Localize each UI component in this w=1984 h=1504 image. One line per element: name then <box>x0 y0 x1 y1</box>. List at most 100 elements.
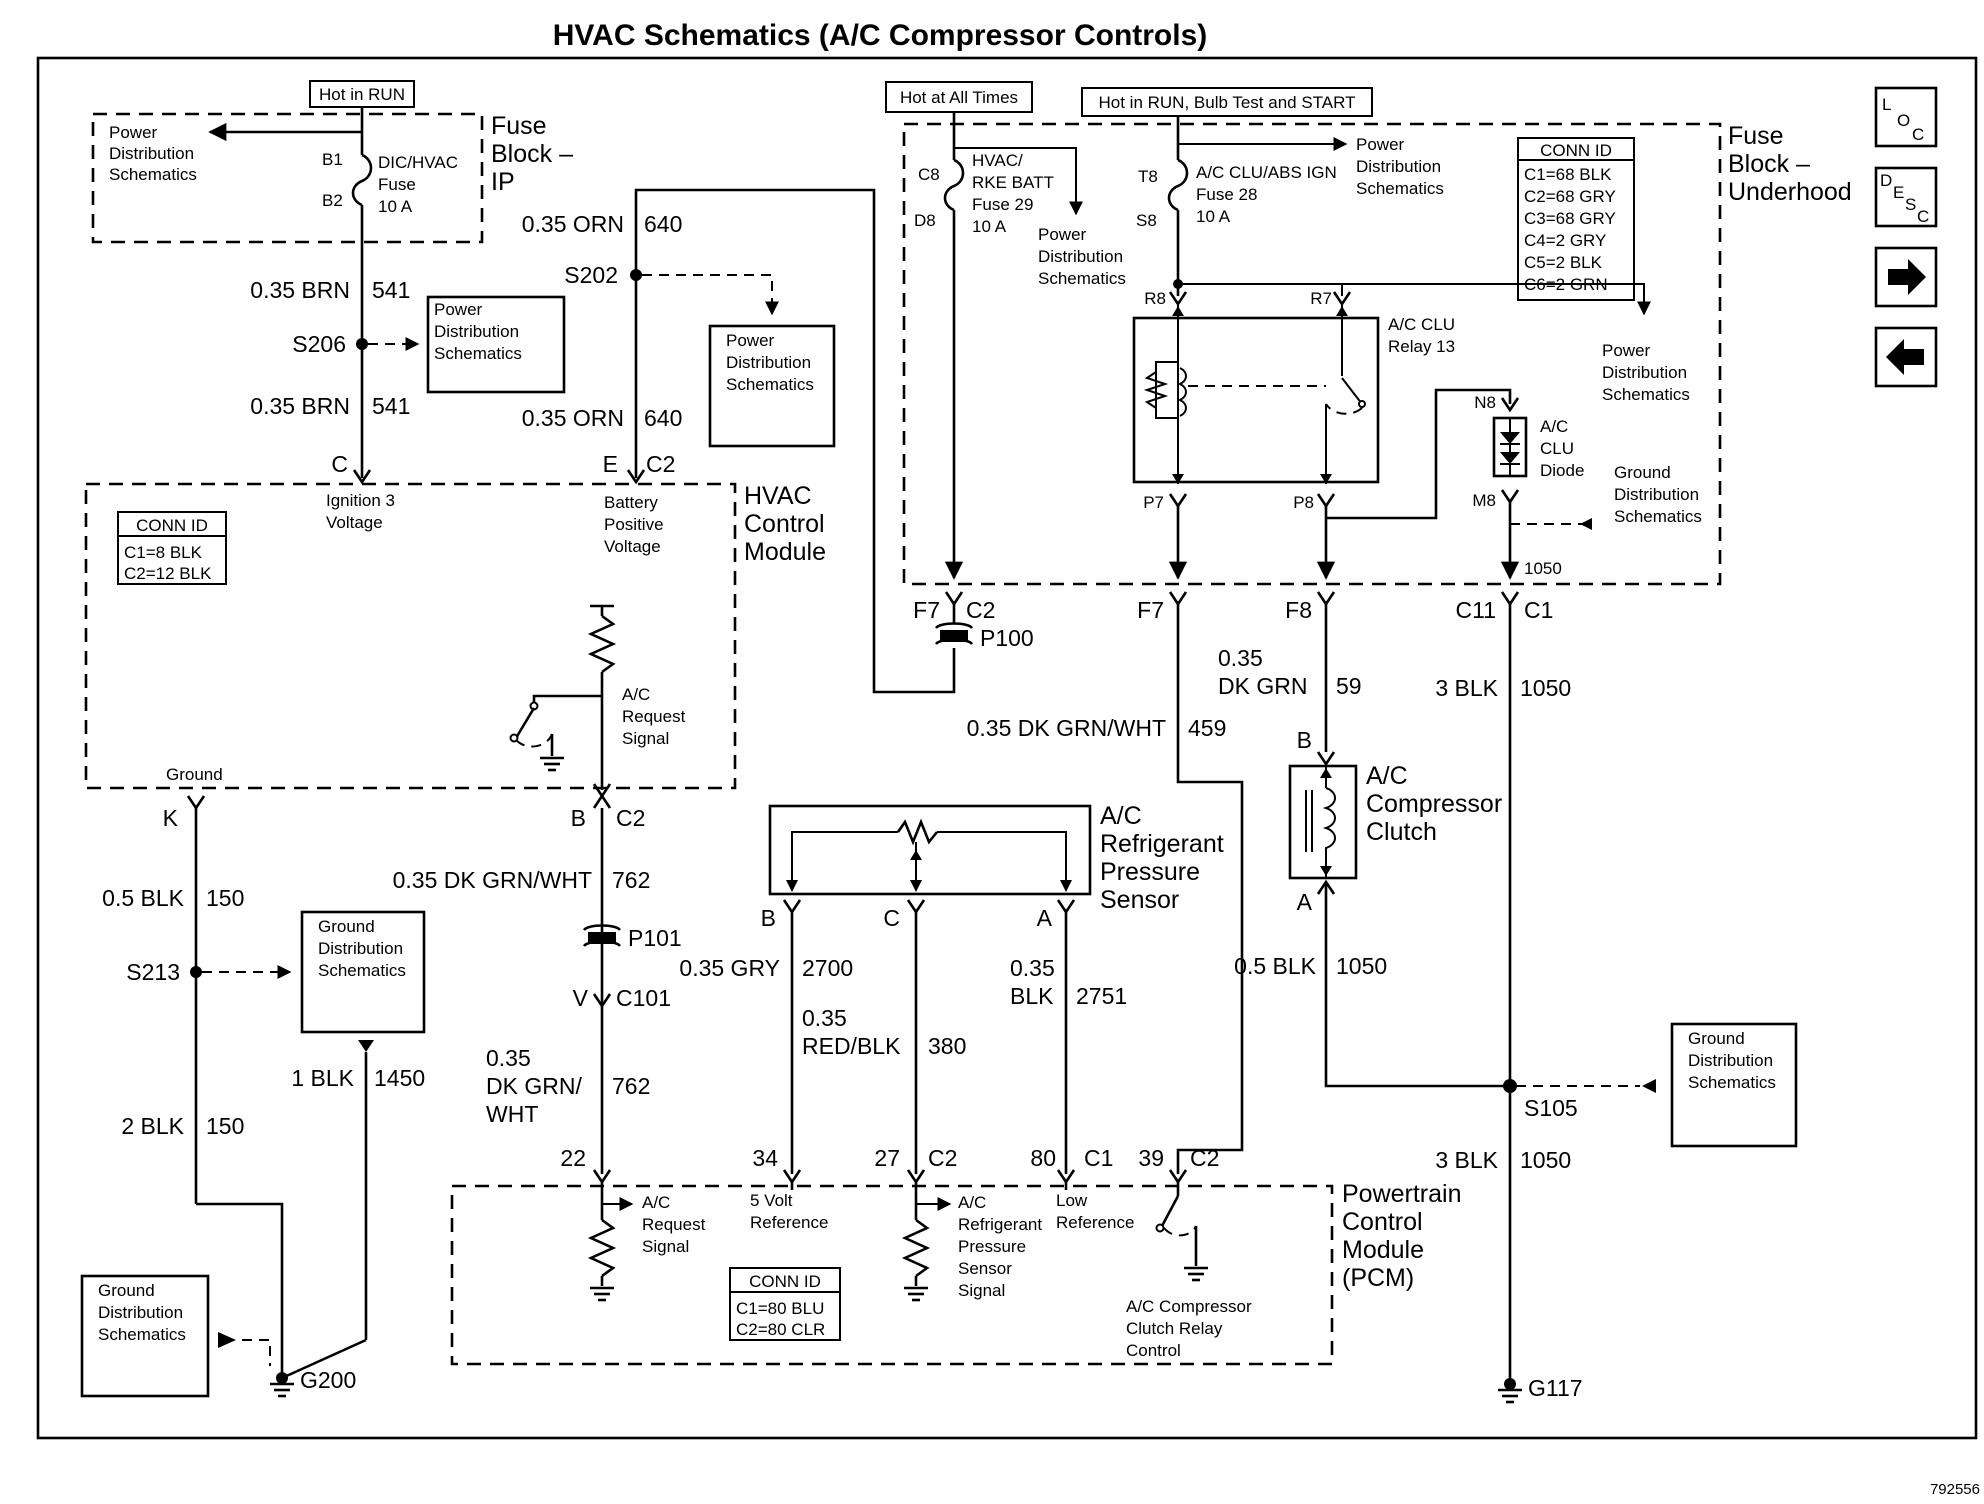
svg-text:Distribution: Distribution <box>1688 1051 1773 1070</box>
svg-text:WHT: WHT <box>486 1101 538 1127</box>
svg-text:3 BLK: 3 BLK <box>1435 1147 1498 1173</box>
svg-text:0.35 ORN: 0.35 ORN <box>522 405 624 431</box>
previous-page-button[interactable] <box>1874 326 1938 388</box>
svg-text:Refrigerant: Refrigerant <box>1100 830 1224 858</box>
figure-id: 792556 <box>1930 1481 1980 1498</box>
svg-text:640: 640 <box>644 211 682 237</box>
svg-text:D8: D8 <box>914 211 936 230</box>
svg-text:Powertrain: Powertrain <box>1342 1180 1462 1208</box>
svg-text:C1=80 BLU: C1=80 BLU <box>736 1299 824 1318</box>
circuit-541: 0.35 BRN 541 S206 Power Distribution Sch… <box>250 277 566 485</box>
svg-text:S213: S213 <box>126 959 180 985</box>
svg-text:A/C: A/C <box>642 1193 670 1212</box>
svg-text:CLU: CLU <box>1540 439 1574 458</box>
svg-text:(PCM): (PCM) <box>1342 1264 1414 1292</box>
svg-text:HVAC: HVAC <box>744 482 812 510</box>
svg-text:K: K <box>163 805 179 831</box>
svg-text:B: B <box>1297 727 1312 753</box>
svg-text:Request: Request <box>622 707 686 726</box>
svg-text:0.35: 0.35 <box>1010 955 1055 981</box>
svg-text:F8: F8 <box>1285 597 1312 623</box>
svg-text:2 BLK: 2 BLK <box>121 1113 184 1139</box>
outer-frame <box>36 56 1978 1440</box>
svg-text:Ground: Ground <box>1614 463 1671 482</box>
svg-text:Power: Power <box>109 123 158 142</box>
svg-text:Pressure: Pressure <box>958 1237 1026 1256</box>
svg-text:Power: Power <box>1602 341 1651 360</box>
fuse-block-underhood: Hot at All Times Hot in RUN, Bulb Test a… <box>885 81 1852 586</box>
svg-text:B2: B2 <box>322 191 343 210</box>
svg-text:0.35: 0.35 <box>486 1045 531 1071</box>
svg-text:Clutch: Clutch <box>1366 818 1437 846</box>
svg-text:C1: C1 <box>1084 1145 1113 1171</box>
svg-text:Schematics: Schematics <box>1038 269 1126 288</box>
svg-text:C2: C2 <box>928 1145 957 1171</box>
svg-text:S202: S202 <box>564 262 618 288</box>
svg-text:0.35 BRN: 0.35 BRN <box>250 277 350 303</box>
svg-text:0.35 DK GRN/WHT: 0.35 DK GRN/WHT <box>967 715 1166 741</box>
svg-text:Ignition 3: Ignition 3 <box>326 491 395 510</box>
svg-text:RKE BATT: RKE BATT <box>972 173 1054 192</box>
svg-text:Distribution: Distribution <box>434 322 519 341</box>
svg-text:C3=68 GRY: C3=68 GRY <box>1524 209 1616 228</box>
svg-text:A/C: A/C <box>958 1193 986 1212</box>
svg-text:541: 541 <box>372 393 410 419</box>
svg-text:2700: 2700 <box>802 955 853 981</box>
svg-text:IP: IP <box>491 168 515 196</box>
hvac-control-module: HVAC Control Module CONN ID C1=8 BLK C2=… <box>84 482 826 1204</box>
loc-button[interactable]: LOC <box>1874 86 1938 148</box>
svg-text:Distribution: Distribution <box>109 144 194 163</box>
svg-text:1450: 1450 <box>374 1065 425 1091</box>
svg-text:762: 762 <box>612 867 650 893</box>
svg-text:G117: G117 <box>1528 1375 1583 1401</box>
svg-text:C8: C8 <box>918 165 940 184</box>
svg-text:C101: C101 <box>616 985 671 1011</box>
svg-text:Diode: Diode <box>1540 461 1584 480</box>
svg-text:0.5 BLK: 0.5 BLK <box>1234 953 1316 979</box>
svg-text:C2=80 CLR: C2=80 CLR <box>736 1320 825 1339</box>
svg-text:Hot in RUN, Bulb Test and STAR: Hot in RUN, Bulb Test and START <box>1099 93 1356 112</box>
refrigerant-pressure-sensor: A/C Refrigerant Pressure Sensor B C A 0.… <box>679 802 1224 1174</box>
svg-text:D: D <box>1880 171 1892 190</box>
svg-text:Distribution: Distribution <box>318 939 403 958</box>
svg-text:E: E <box>1893 183 1904 202</box>
svg-text:Module: Module <box>744 538 826 566</box>
svg-text:Fuse: Fuse <box>491 112 547 140</box>
svg-text:Clutch Relay: Clutch Relay <box>1126 1319 1223 1338</box>
compressor-clutch: B A/C Compressor Clutch A 0.5 BLK 1050 <box>1234 727 1510 1088</box>
svg-text:0.35 BRN: 0.35 BRN <box>250 393 350 419</box>
svg-text:2751: 2751 <box>1076 983 1127 1009</box>
svg-text:C: C <box>883 905 900 931</box>
svg-text:B: B <box>571 805 586 831</box>
svg-text:S: S <box>1905 195 1916 214</box>
svg-text:Refrigerant: Refrigerant <box>958 1215 1042 1234</box>
svg-text:Voltage: Voltage <box>604 537 661 556</box>
svg-text:Underhood: Underhood <box>1728 178 1852 206</box>
svg-text:1050: 1050 <box>1524 559 1562 578</box>
svg-text:0.35 ORN: 0.35 ORN <box>522 211 624 237</box>
svg-text:1 BLK: 1 BLK <box>291 1065 354 1091</box>
svg-text:Distribution: Distribution <box>726 353 811 372</box>
svg-text:Schematics: Schematics <box>1602 385 1690 404</box>
circuit-150-ground: 0.5 BLK 150 S213 Ground Distribution Sch… <box>80 885 426 1398</box>
svg-text:F7: F7 <box>1137 597 1164 623</box>
svg-text:0.35 DK GRN/WHT: 0.35 DK GRN/WHT <box>393 867 592 893</box>
svg-text:HVAC/: HVAC/ <box>972 151 1023 170</box>
svg-text:Sensor: Sensor <box>1100 886 1179 914</box>
circuit-459-59-1050: F7 F8 C11 C1 0.35 DK GRN/WHT 459 0.35 DK… <box>967 591 1571 1384</box>
svg-text:C2=68 GRY: C2=68 GRY <box>1524 187 1616 206</box>
svg-text:Schematics: Schematics <box>109 165 197 184</box>
svg-text:Power: Power <box>1038 225 1087 244</box>
svg-text:E: E <box>603 451 618 477</box>
svg-text:1050: 1050 <box>1336 953 1387 979</box>
svg-text:S8: S8 <box>1136 211 1157 230</box>
svg-text:A/C: A/C <box>1540 417 1568 436</box>
svg-text:A/C: A/C <box>622 685 650 704</box>
svg-text:C2=12 BLK: C2=12 BLK <box>124 564 212 583</box>
svg-text:459: 459 <box>1188 715 1226 741</box>
svg-text:Fuse: Fuse <box>378 175 416 194</box>
next-page-button[interactable] <box>1874 246 1938 308</box>
svg-text:Sensor: Sensor <box>958 1259 1012 1278</box>
svg-text:Fuse 28: Fuse 28 <box>1196 185 1257 204</box>
